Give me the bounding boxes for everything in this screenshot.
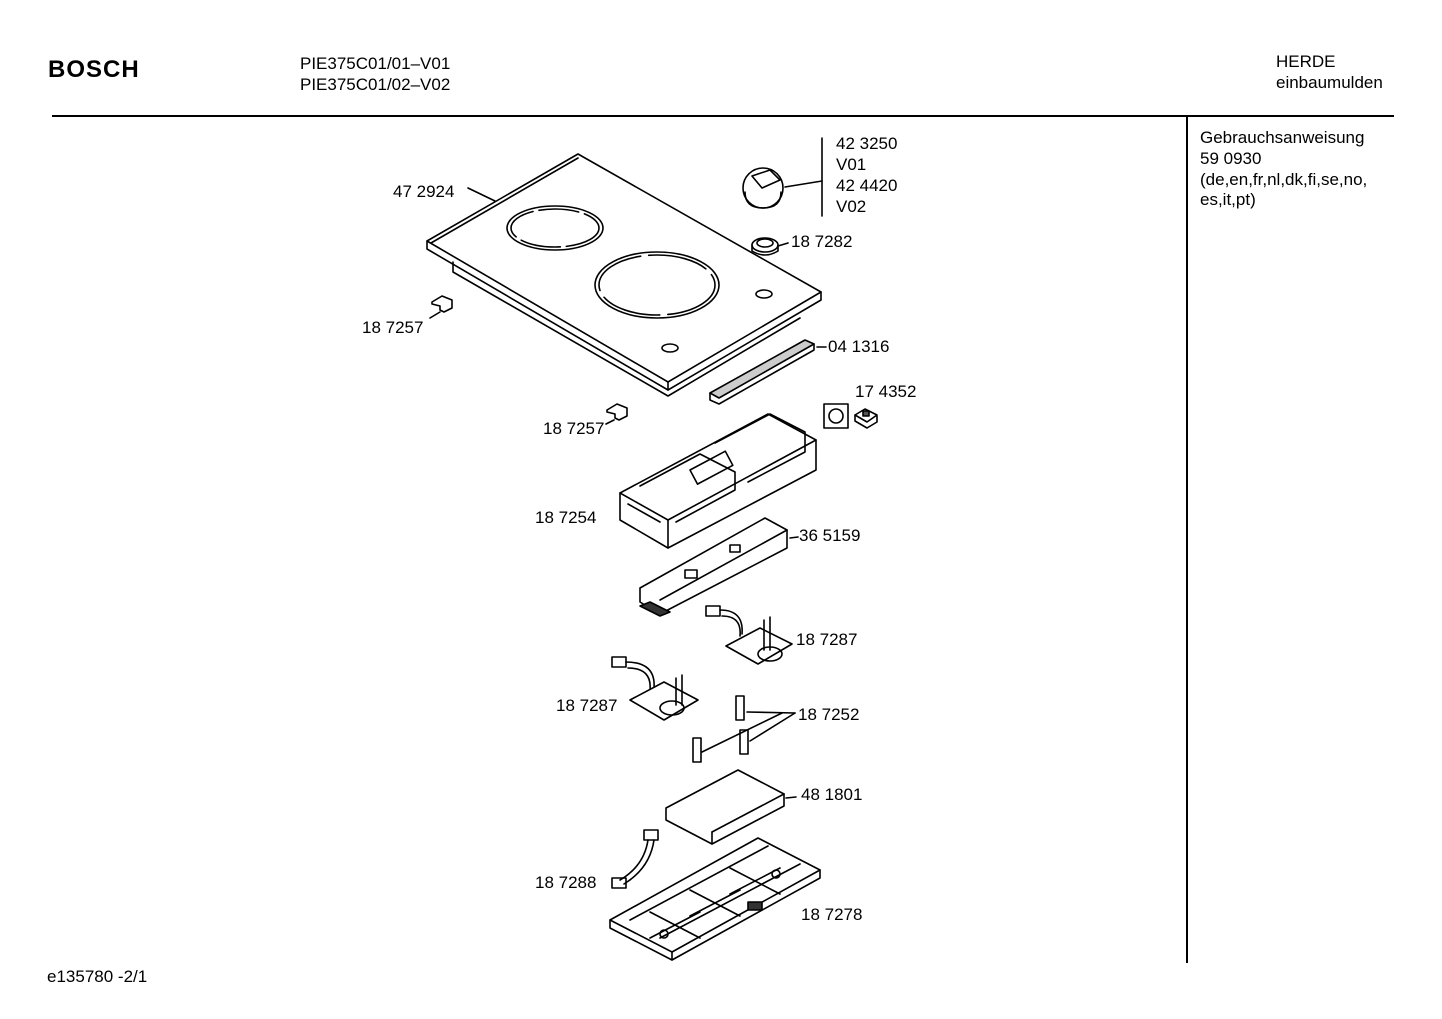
label-sensor: 17 4352 [855,382,917,401]
label-housing: 18 7254 [535,508,597,527]
hob-top-drawing [426,153,822,397]
label-pot-left: 18 7287 [556,696,618,715]
pot-left-drawing [611,656,699,721]
sidebar-line-1: Gebrauchsanweisung [1200,128,1365,147]
pot-right-drawing [705,605,793,665]
label-hob-top: 47 2924 [393,182,455,201]
label-knob-v02-number: 42 4420 [836,176,898,195]
label-cable: 18 7288 [535,873,597,892]
label-clip-lower: 18 7257 [543,419,605,438]
sidebar-line-2: 59 0930 [1200,149,1262,168]
label-clip-upper: 18 7257 [362,318,424,337]
label-seal-strip: 04 1316 [828,337,890,356]
label-knob-v01-tag: V01 [836,155,867,174]
diagram-code: e135780 -2/1 [47,967,148,986]
label-knob-v02-tag: V02 [836,197,867,216]
header-divider [52,115,1394,117]
label-pot-right: 18 7287 [796,630,858,649]
bottom-cover-drawing [609,837,821,961]
sensor-drawing [823,403,878,429]
model-line-2: PIE375C01/02–V02 [300,75,451,94]
cable-drawing [611,829,659,889]
sidebar-line-3: (de,en,fr,nl,dk,fi,se,no, [1200,170,1368,189]
model-line-1: PIE375C01/01–V01 [300,54,451,73]
sidebar-divider [1186,117,1188,963]
label-knob-v01-number: 42 3250 [836,134,898,153]
label-spacers: 18 7252 [798,705,860,724]
brand-logo: BOSCH [48,56,140,83]
control-board-drawing [639,517,799,617]
label-knob-ring: 18 7282 [791,232,853,251]
category-title: HERDE [1276,52,1336,71]
housing-drawing [619,413,817,549]
label-power-board: 48 1801 [801,785,863,804]
label-control-board: 36 5159 [799,526,861,545]
clip-upper-drawing [429,295,453,319]
label-bottom-cover: 18 7278 [801,905,863,924]
clip-lower-drawing [605,403,628,425]
seal-strip-drawing [709,339,827,405]
sidebar-line-4: es,it,pt) [1200,190,1256,209]
knob-drawing [742,137,823,217]
spacers-drawing [692,695,796,763]
category-subtitle: einbaumulden [1276,73,1383,92]
knob-ring-drawing [751,237,789,256]
power-board-drawing [665,769,797,845]
